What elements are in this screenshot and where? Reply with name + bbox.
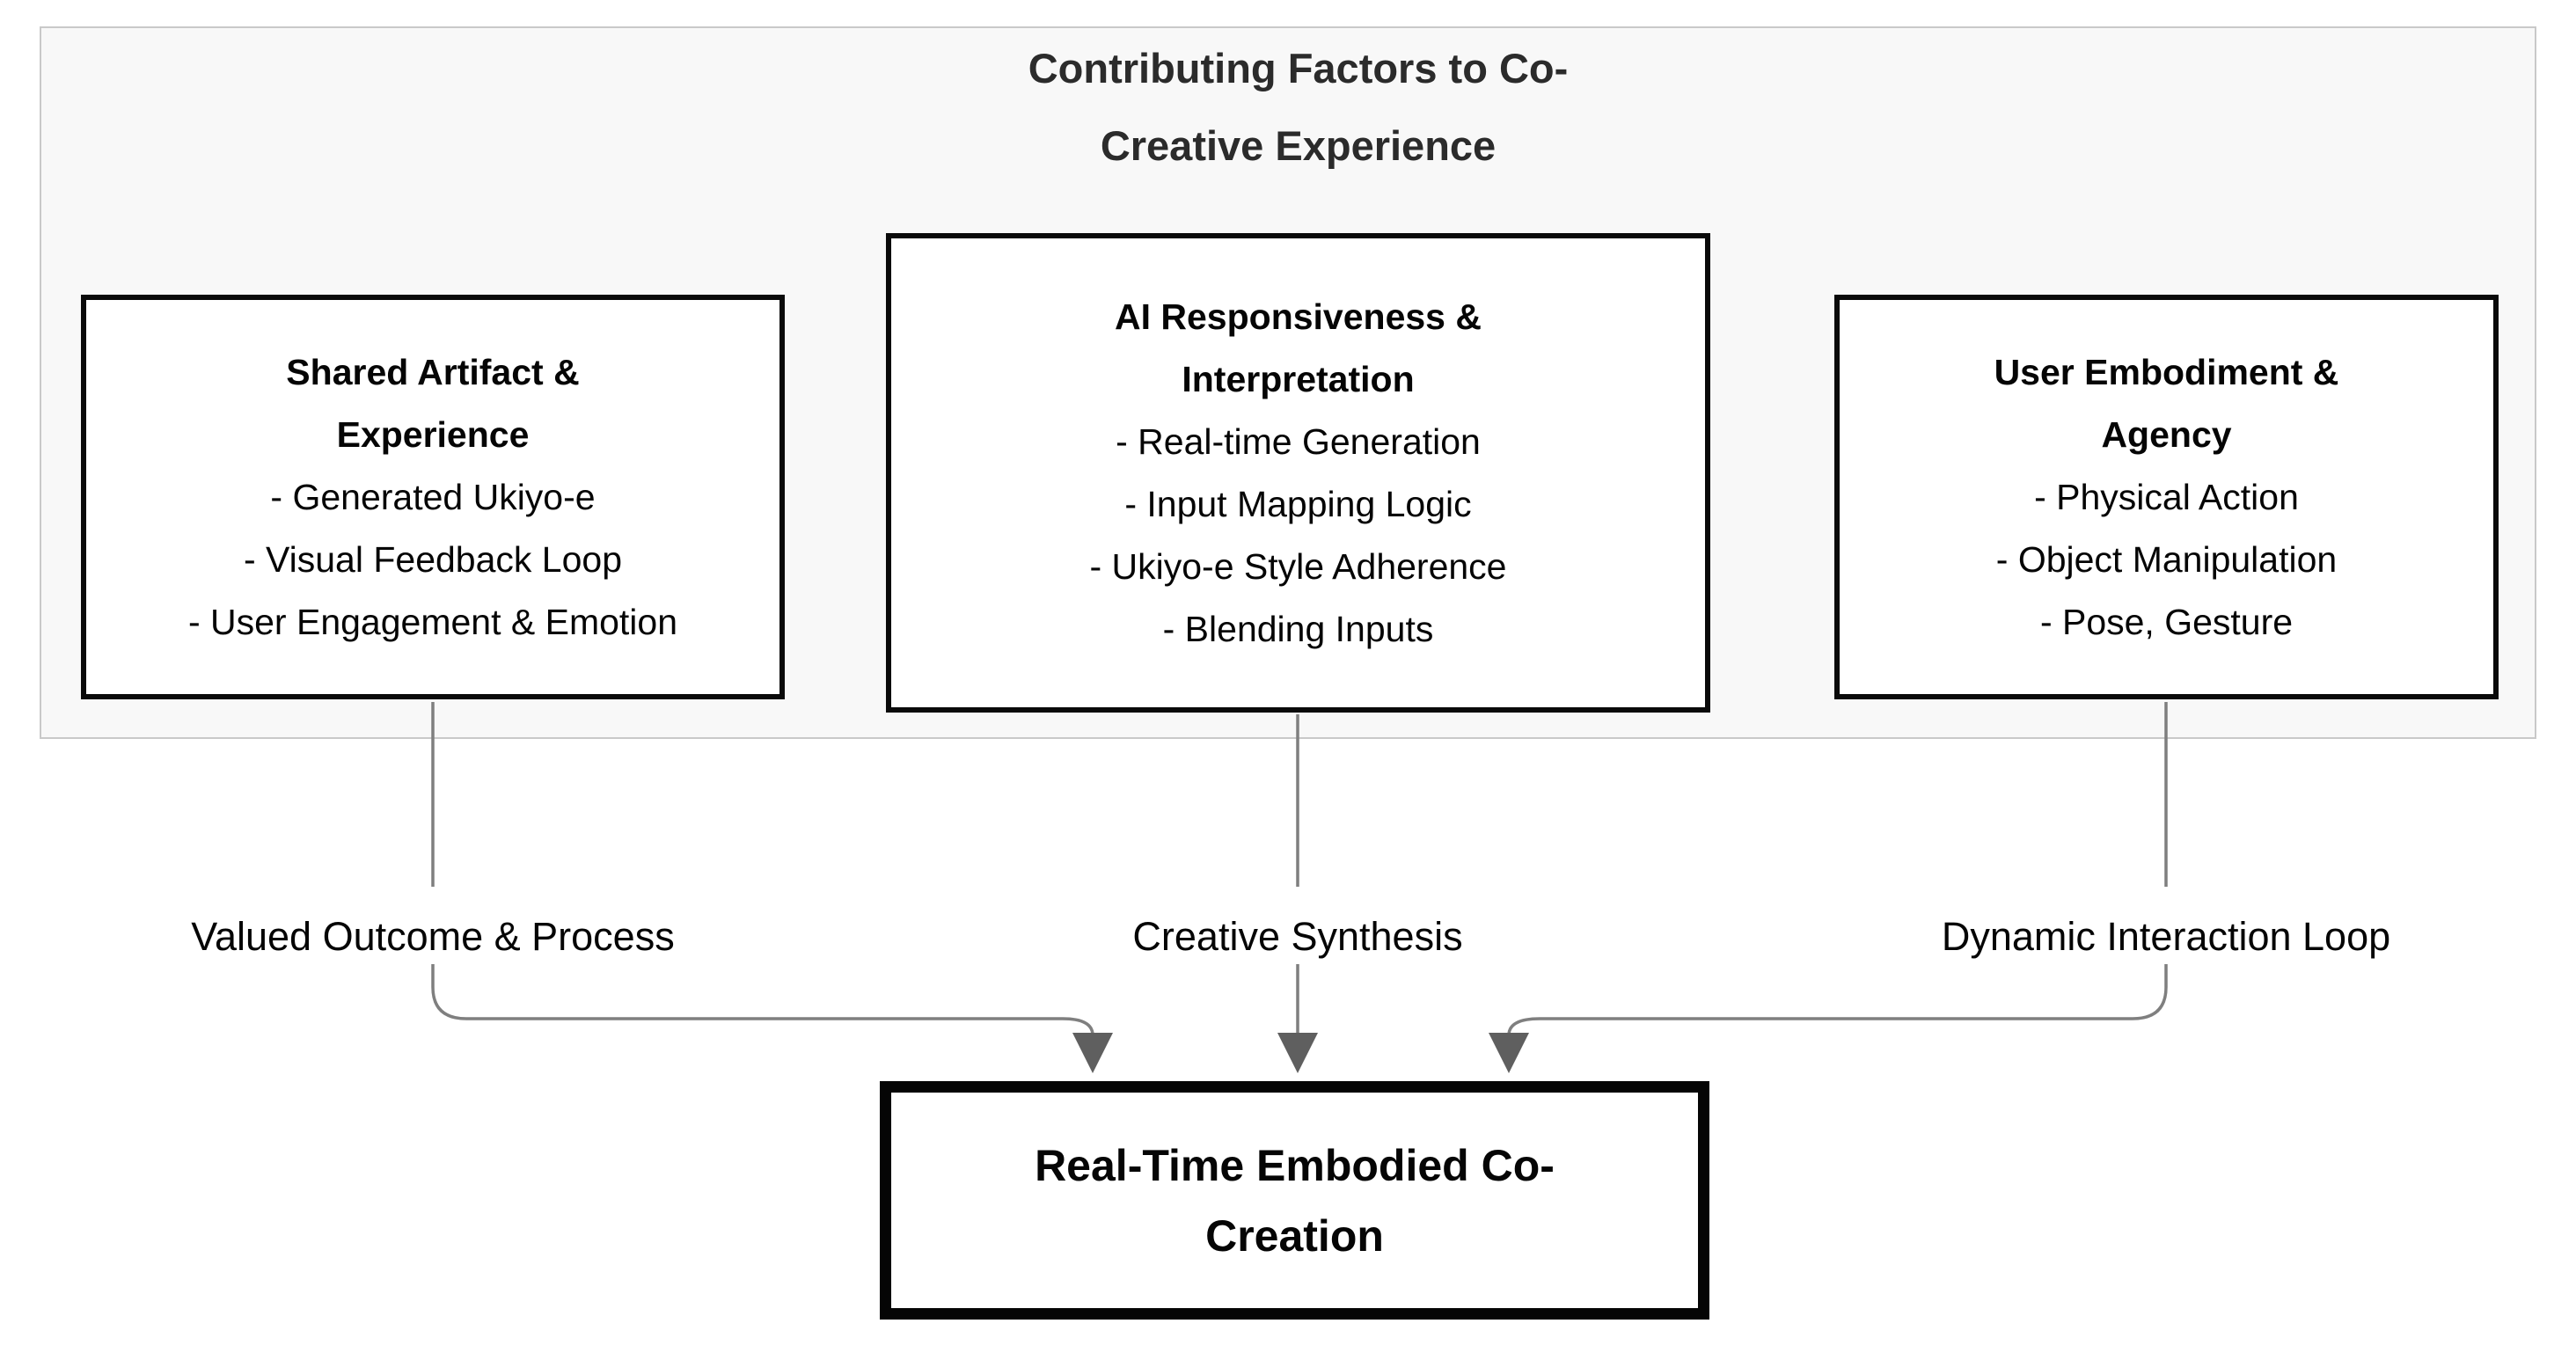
arrowhead-left: [1072, 1033, 1113, 1073]
box-item: - Object Manipulation: [1995, 538, 2338, 580]
container-title-line1: Contributing Factors to Co-: [1028, 45, 1569, 91]
factor-box-shared-artifact: Shared Artifact & Experience - Generated…: [81, 295, 785, 699]
edge-label-creative-synthesis: Creative Synthesis: [1132, 914, 1463, 959]
box-item: - Pose, Gesture: [2039, 601, 2294, 642]
box-title-line: Interpretation: [1182, 358, 1415, 399]
box-title-line: User Embodiment &: [1994, 351, 2339, 392]
edge-label-dynamic-interaction: Dynamic Interaction Loop: [1941, 914, 2391, 959]
edge-label-valued-outcome: Valued Outcome & Process: [191, 914, 675, 959]
box-title-line: Agency: [2101, 413, 2232, 455]
result-box: Real-Time Embodied Co- Creation: [880, 1081, 1709, 1320]
box-title-line: AI Responsiveness &: [1115, 296, 1482, 337]
result-box-title-line1: Real-Time Embodied Co-: [1035, 1140, 1555, 1190]
box-item: - Physical Action: [2034, 476, 2299, 517]
box-item: - Real-time Generation: [1116, 420, 1481, 462]
arrowhead-right: [1489, 1033, 1529, 1073]
container-title: Contributing Factors to Co- Creative Exp…: [886, 30, 1710, 185]
box-item: - Ukiyo-e Style Adherence: [1089, 545, 1507, 587]
connector-line-right-bottom: [1507, 964, 2168, 1035]
factor-box-user-embodiment: User Embodiment & Agency - Physical Acti…: [1834, 295, 2499, 699]
factor-box-ai-responsiveness: AI Responsiveness & Interpretation - Rea…: [886, 233, 1710, 713]
container-title-line2: Creative Experience: [1100, 122, 1497, 169]
box-title-line: Shared Artifact &: [286, 351, 580, 392]
arrowhead-middle: [1277, 1033, 1318, 1073]
box-title-line: Experience: [336, 413, 530, 455]
box-item: - User Engagement & Emotion: [187, 601, 678, 642]
result-box-title-line2: Creation: [1205, 1210, 1384, 1261]
box-item: - Blending Inputs: [1162, 608, 1434, 649]
box-item: - Generated Ukiyo-e: [270, 476, 596, 517]
box-item: - Input Mapping Logic: [1124, 483, 1472, 524]
box-item: - Visual Feedback Loop: [243, 538, 623, 580]
connector-line-left-bottom: [431, 964, 1094, 1035]
